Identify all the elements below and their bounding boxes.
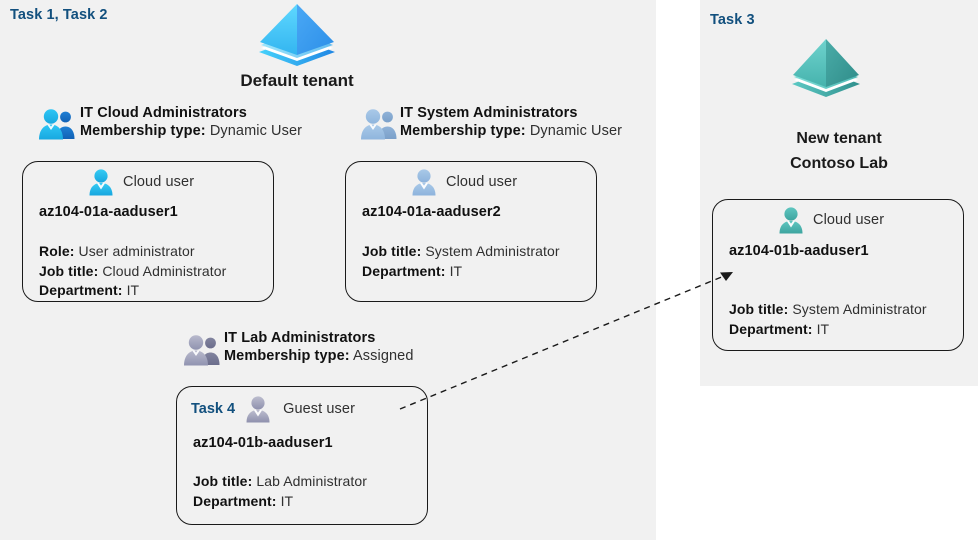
user-attributes: Job title: System Administrator Departme… (729, 300, 927, 339)
card-header: Cloud user (409, 168, 517, 196)
group-users-icon (38, 108, 76, 140)
default-tenant-panel (0, 0, 656, 540)
attr-department: Department: IT (193, 492, 367, 512)
attr-department: Department: IT (729, 320, 927, 340)
cloud-user-icon (776, 206, 806, 234)
new-tenant-name-line2: Contoso Lab (790, 155, 888, 172)
attr-label: Department: (729, 320, 813, 337)
task-label-inline: Task 4 (191, 401, 236, 417)
user-type-label: Cloud user (446, 174, 518, 190)
task-label-right: Task 3 (710, 12, 755, 28)
group-header-it-lab-administrators: IT Lab Administrators Membership type: A… (224, 330, 413, 366)
attr-department: Department: IT (39, 281, 226, 301)
attr-label: Department: (362, 262, 446, 279)
attr-label: Role: (39, 243, 75, 259)
attr-job-title: Job title: Lab Administrator (193, 472, 367, 492)
user-type-label: Guest user (283, 401, 355, 417)
azure-ad-tenant-icon (256, 2, 338, 67)
azure-ad-tenant-icon (789, 37, 863, 99)
cloud-user-icon (86, 168, 116, 196)
group-membership-label: Membership type: (80, 123, 206, 139)
user-name: az104-01b-aaduser1 (193, 435, 333, 451)
user-attributes: Job title: Lab Administrator Department:… (193, 472, 367, 511)
attr-label: Job title: (193, 473, 253, 489)
attr-value: IT (280, 492, 294, 509)
group-users-icon (183, 334, 221, 366)
group-membership-label: Membership type: (400, 123, 526, 139)
user-card-new-tenant-az104-01b-aaduser1[interactable]: Cloud user az104-01b-aaduser1 Job title:… (712, 199, 964, 351)
group-membership-value: Dynamic User (209, 123, 303, 139)
attr-label: Job title: (729, 301, 789, 317)
attr-job-title: Job title: System Administrator (729, 300, 927, 320)
user-card-az104-01a-aaduser2[interactable]: Cloud user az104-01a-aaduser2 Job title:… (345, 161, 597, 302)
guest-user-icon (243, 395, 273, 423)
user-card-guest-az104-01b-aaduser1[interactable]: Task 4 Guest user az104-01b-aaduser1 Job… (176, 386, 428, 525)
group-users-icon (360, 108, 398, 140)
group-title: IT Cloud Administrators (80, 105, 247, 121)
user-attributes: Role: User administrator Job title: Clou… (39, 242, 226, 301)
attr-role: Role: User administrator (39, 242, 226, 262)
group-membership-type: Membership type: Dynamic User (400, 122, 622, 141)
attr-label: Job title: (39, 262, 99, 279)
user-name: az104-01a-aaduser1 (39, 204, 178, 220)
attr-label: Department: (193, 492, 277, 509)
group-header-it-system-administrators: IT System Administrators Membership type… (400, 105, 622, 141)
card-header: Cloud user (86, 168, 194, 196)
attr-value: IT (816, 320, 830, 337)
attr-value: Cloud Administrator (102, 262, 227, 279)
user-name: az104-01b-aaduser1 (729, 243, 869, 259)
default-tenant-name: Default tenant (240, 71, 354, 90)
attr-label: Department: (39, 282, 123, 298)
user-attributes: Job title: System Administrator Departme… (362, 242, 560, 281)
group-membership-value: Dynamic User (529, 123, 623, 139)
user-type-label: Cloud user (123, 174, 195, 190)
user-type-label: Cloud user (813, 212, 885, 228)
attr-department: Department: IT (362, 262, 560, 282)
attr-value: User administrator (78, 243, 195, 259)
group-membership-type: Membership type: Dynamic User (80, 122, 302, 141)
attr-value: System Administrator (425, 243, 560, 259)
card-header: Task 4 Guest user (191, 395, 355, 423)
user-name: az104-01a-aaduser2 (362, 204, 501, 220)
attr-job-title: Job title: Cloud Administrator (39, 262, 226, 282)
user-card-az104-01a-aaduser1[interactable]: Cloud user az104-01a-aaduser1 Role: User… (22, 161, 274, 302)
group-membership-value: Assigned (353, 348, 414, 364)
group-title: IT Lab Administrators (224, 330, 376, 346)
group-header-it-cloud-administrators: IT Cloud Administrators Membership type:… (80, 105, 302, 141)
attr-job-title: Job title: System Administrator (362, 242, 560, 262)
group-membership-label: Membership type: (224, 348, 350, 364)
new-tenant-name: New tenant Contoso Lab (706, 126, 972, 176)
task-label-left: Task 1, Task 2 (10, 7, 108, 23)
cloud-user-icon (409, 168, 439, 196)
group-membership-type: Membership type: Assigned (224, 347, 413, 366)
card-header: Cloud user (776, 206, 884, 234)
attr-label: Job title: (362, 243, 422, 259)
new-tenant-name-line1: New tenant (796, 130, 882, 147)
attr-value: Lab Administrator (256, 473, 367, 489)
attr-value: IT (449, 262, 463, 279)
attr-value: System Administrator (792, 301, 927, 317)
group-title: IT System Administrators (400, 105, 578, 121)
attr-value: IT (126, 282, 140, 298)
